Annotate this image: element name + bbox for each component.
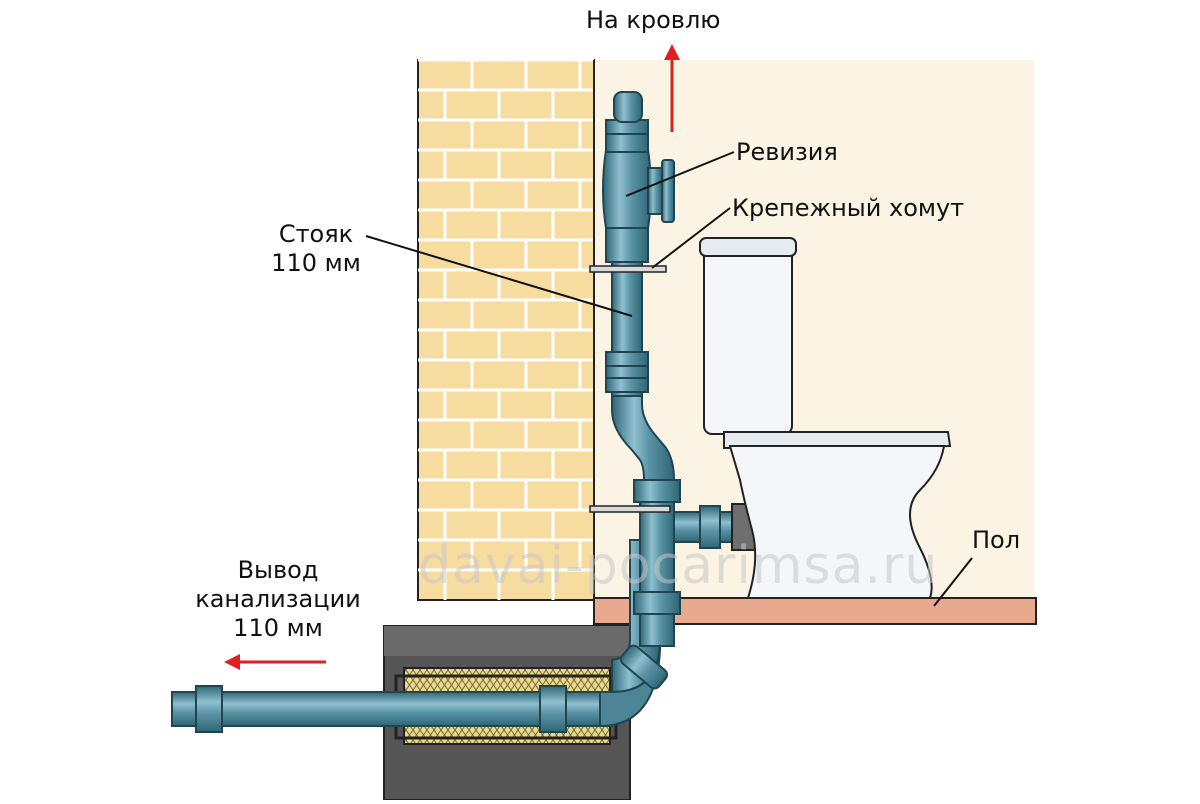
label-riser: Стояк 110 мм <box>254 220 378 278</box>
toilet-tank <box>703 239 793 435</box>
bend-fill <box>599 639 661 728</box>
outlet-socket-left <box>195 685 223 733</box>
label-riser-line1: Стояк <box>278 220 354 248</box>
brick-wall <box>417 58 595 601</box>
leader-floor <box>933 557 973 607</box>
label-outlet-line2: канализации <box>195 584 361 613</box>
toilet-bowl <box>728 445 946 599</box>
outlet-pipe <box>171 685 613 733</box>
leader-revision <box>625 151 735 197</box>
toilet <box>699 237 952 599</box>
label-revision: Ревизия <box>736 138 838 166</box>
bend-socket <box>619 644 669 690</box>
riser-offset <box>611 389 676 481</box>
leader-riser <box>365 235 633 317</box>
label-outlet: Вывод канализации 110 мм <box>172 556 384 642</box>
label-clamp: Крепежный хомут <box>732 194 965 222</box>
label-riser-line2: 110 мм <box>271 248 361 277</box>
arrow-to-roof <box>664 44 680 132</box>
label-outlet-line3: 110 мм <box>233 613 323 642</box>
label-outlet-line1: Вывод <box>237 556 319 584</box>
label-to-roof: На кровлю <box>586 6 721 34</box>
arrow-outlet <box>224 654 326 670</box>
clamp-upper <box>589 265 667 273</box>
revision-hatch <box>647 167 663 215</box>
upper-riser <box>602 91 675 397</box>
clamp-lower <box>589 505 671 513</box>
outlet-socket-mid <box>539 685 567 733</box>
watermark: davai-pocarimsa.ru <box>418 536 939 596</box>
label-floor: Пол <box>972 526 1021 554</box>
toilet-seat <box>723 431 952 450</box>
leader-clamp <box>651 207 731 269</box>
